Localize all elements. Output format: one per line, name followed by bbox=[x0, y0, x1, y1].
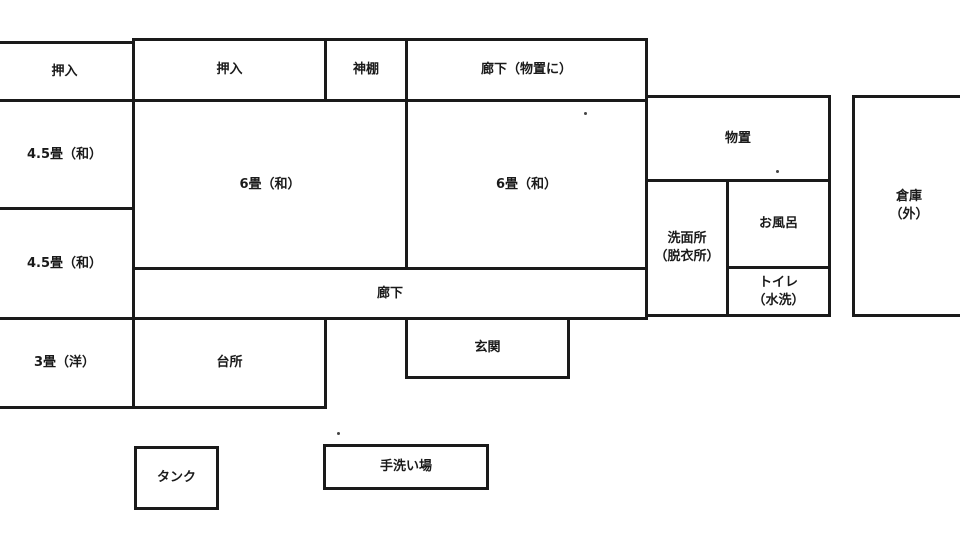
closet-left: 押入 bbox=[0, 41, 135, 102]
tatami-6-b: 6畳（和） bbox=[405, 99, 648, 270]
warehouse: 倉庫 （外） bbox=[852, 95, 960, 317]
tank-label: タンク bbox=[156, 470, 196, 486]
entrance: 玄関 bbox=[405, 317, 570, 379]
bath-label: お風呂 bbox=[758, 216, 798, 232]
scan-speck bbox=[584, 112, 587, 115]
tatami-45-a-label: 4.5畳（和） bbox=[26, 146, 103, 162]
tatami-6-a-label: 6畳（和） bbox=[239, 176, 301, 192]
warehouse-label: 倉庫 （外） bbox=[889, 189, 929, 222]
tatami-45-a: 4.5畳（和） bbox=[0, 99, 135, 210]
bath: お風呂 bbox=[726, 179, 831, 269]
tatami-45-b: 4.5畳（和） bbox=[0, 207, 135, 320]
altar-label: 神棚 bbox=[352, 62, 379, 78]
tatami-6-a: 6畳（和） bbox=[132, 99, 408, 270]
western-3-label: 3畳（洋） bbox=[33, 355, 96, 371]
tatami-6-b-label: 6畳（和） bbox=[495, 176, 558, 192]
toilet-label: トイレ （水洗） bbox=[752, 274, 805, 308]
tank: タンク bbox=[134, 446, 219, 510]
kitchen: 台所 bbox=[132, 317, 327, 409]
scan-speck bbox=[776, 170, 779, 173]
washroom: 洗面所 （脱衣所） bbox=[645, 179, 729, 317]
handwash-area: 手洗い場 bbox=[323, 444, 489, 490]
closet-mid-label: 押入 bbox=[216, 62, 243, 78]
western-3: 3畳（洋） bbox=[0, 317, 135, 409]
altar-room: 神棚 bbox=[324, 38, 408, 102]
tatami-45-b-label: 4.5畳（和） bbox=[26, 255, 103, 271]
closet-left-label: 押入 bbox=[51, 63, 78, 79]
corridor-label: 廊下 bbox=[376, 285, 403, 301]
hall-storage: 廊下（物置に） bbox=[405, 38, 648, 102]
scan-speck bbox=[337, 432, 340, 435]
corridor: 廊下 bbox=[132, 267, 648, 320]
toilet: トイレ （水洗） bbox=[726, 266, 831, 317]
kitchen-label: 台所 bbox=[216, 355, 243, 371]
storage-label: 物置 bbox=[724, 130, 751, 146]
entrance-label: 玄関 bbox=[474, 340, 501, 356]
handwash-label: 手洗い場 bbox=[379, 459, 432, 475]
washroom-label: 洗面所 （脱衣所） bbox=[654, 231, 720, 264]
storage-room: 物置 bbox=[645, 95, 831, 182]
hall-storage-label: 廊下（物置に） bbox=[480, 62, 572, 78]
closet-mid: 押入 bbox=[132, 38, 327, 102]
